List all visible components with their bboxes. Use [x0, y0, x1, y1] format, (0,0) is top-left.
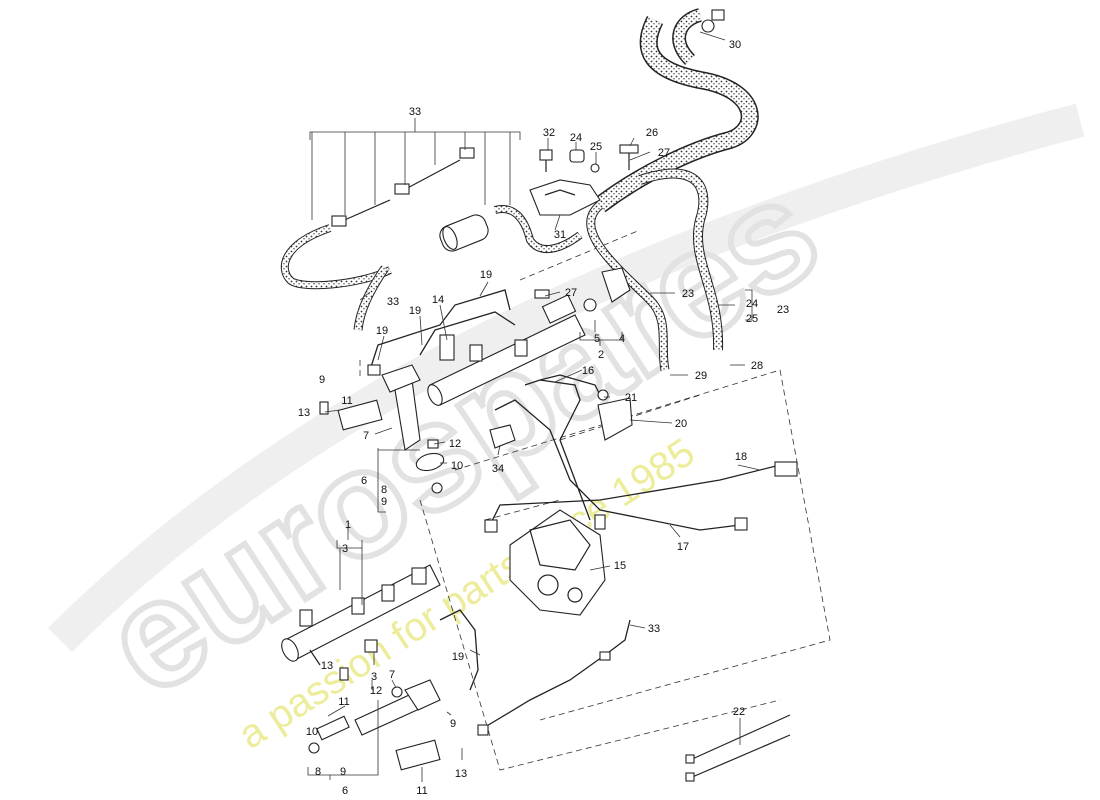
- callout-19: 19: [452, 651, 464, 663]
- callout-29: 29: [695, 370, 707, 382]
- lower-injector: [308, 667, 441, 771]
- callout-9: 9: [450, 718, 456, 730]
- upper-injector: [319, 364, 445, 494]
- lower-return-line: [477, 619, 631, 736]
- callout-9: 9: [319, 374, 325, 386]
- callout-23: 23: [777, 304, 789, 316]
- callout-12: 12: [370, 685, 382, 697]
- callout-19: 19: [376, 325, 388, 337]
- high-pressure-pump: [509, 509, 606, 616]
- callout-12: 12: [449, 438, 461, 450]
- callout-8: 8: [315, 766, 321, 778]
- callout-1: 1: [345, 519, 351, 531]
- callout-33: 33: [648, 623, 660, 635]
- callout-16: 16: [582, 365, 594, 377]
- callout-14: 14: [432, 294, 444, 306]
- callout-21: 21: [625, 392, 637, 404]
- callout-26: 26: [646, 127, 658, 139]
- high-pressure-lines: [484, 379, 798, 533]
- callout-9: 9: [340, 766, 346, 778]
- callout-33: 33: [409, 106, 421, 118]
- callout-17: 17: [677, 541, 689, 553]
- callout-7: 7: [389, 669, 395, 681]
- callout-24: 24: [570, 132, 582, 144]
- callout-22: 22: [733, 706, 745, 718]
- return-hoses: [586, 8, 759, 371]
- callout-11: 11: [338, 696, 349, 708]
- callout-33: 33: [387, 296, 399, 308]
- callout-28: 28: [751, 360, 763, 372]
- sensor-and-brackets: [529, 144, 639, 216]
- callout-31: 31: [554, 229, 566, 241]
- leader-lines: [307, 31, 761, 782]
- callout-19: 19: [480, 269, 492, 281]
- callout-18: 18: [735, 451, 747, 463]
- callout-15: 15: [614, 560, 626, 572]
- callout-34: 34: [492, 463, 504, 475]
- callout-6: 6: [361, 475, 367, 487]
- callout-25: 25: [590, 141, 602, 153]
- callout-10: 10: [306, 726, 318, 738]
- callout-7: 7: [363, 430, 369, 442]
- callout-10: 10: [451, 460, 463, 472]
- callout-25: 25: [746, 313, 758, 325]
- callout-13: 13: [298, 407, 310, 419]
- lower-fuel-rail: [281, 564, 441, 666]
- callout-13: 13: [321, 660, 333, 672]
- callout-3: 3: [371, 671, 377, 683]
- callout-11: 11: [341, 395, 352, 407]
- callout-9: 9: [381, 496, 387, 508]
- callout-3: 3: [342, 543, 348, 555]
- callout-19: 19: [409, 305, 421, 317]
- callout-bracket-33: [309, 118, 521, 220]
- callout-5: 5: [594, 333, 600, 345]
- callout-24: 24: [746, 298, 758, 310]
- callout-11: 11: [416, 785, 427, 797]
- callout-13: 13: [455, 768, 467, 780]
- callout-23: 23: [682, 288, 694, 300]
- callout-4: 4: [619, 333, 625, 345]
- callout-6: 6: [342, 785, 348, 797]
- fuel-filter-hose-kit: [280, 147, 583, 331]
- cable-ties: [685, 714, 791, 782]
- callout-30: 30: [729, 39, 741, 51]
- callout-8: 8: [381, 484, 387, 496]
- callout-27: 27: [658, 147, 670, 159]
- watermark: eurospares a passion for parts since 198…: [47, 103, 1085, 758]
- upper-fuel-rail: [367, 267, 631, 406]
- callout-20: 20: [675, 418, 687, 430]
- callout-27: 27: [565, 287, 577, 299]
- lower-injector-line: [439, 609, 479, 691]
- callout-32: 32: [543, 127, 555, 139]
- callout-labels: 33 30 32 24 25 26 27 31 33 27 19 14 19 1…: [298, 39, 789, 797]
- callout-2: 2: [598, 349, 604, 361]
